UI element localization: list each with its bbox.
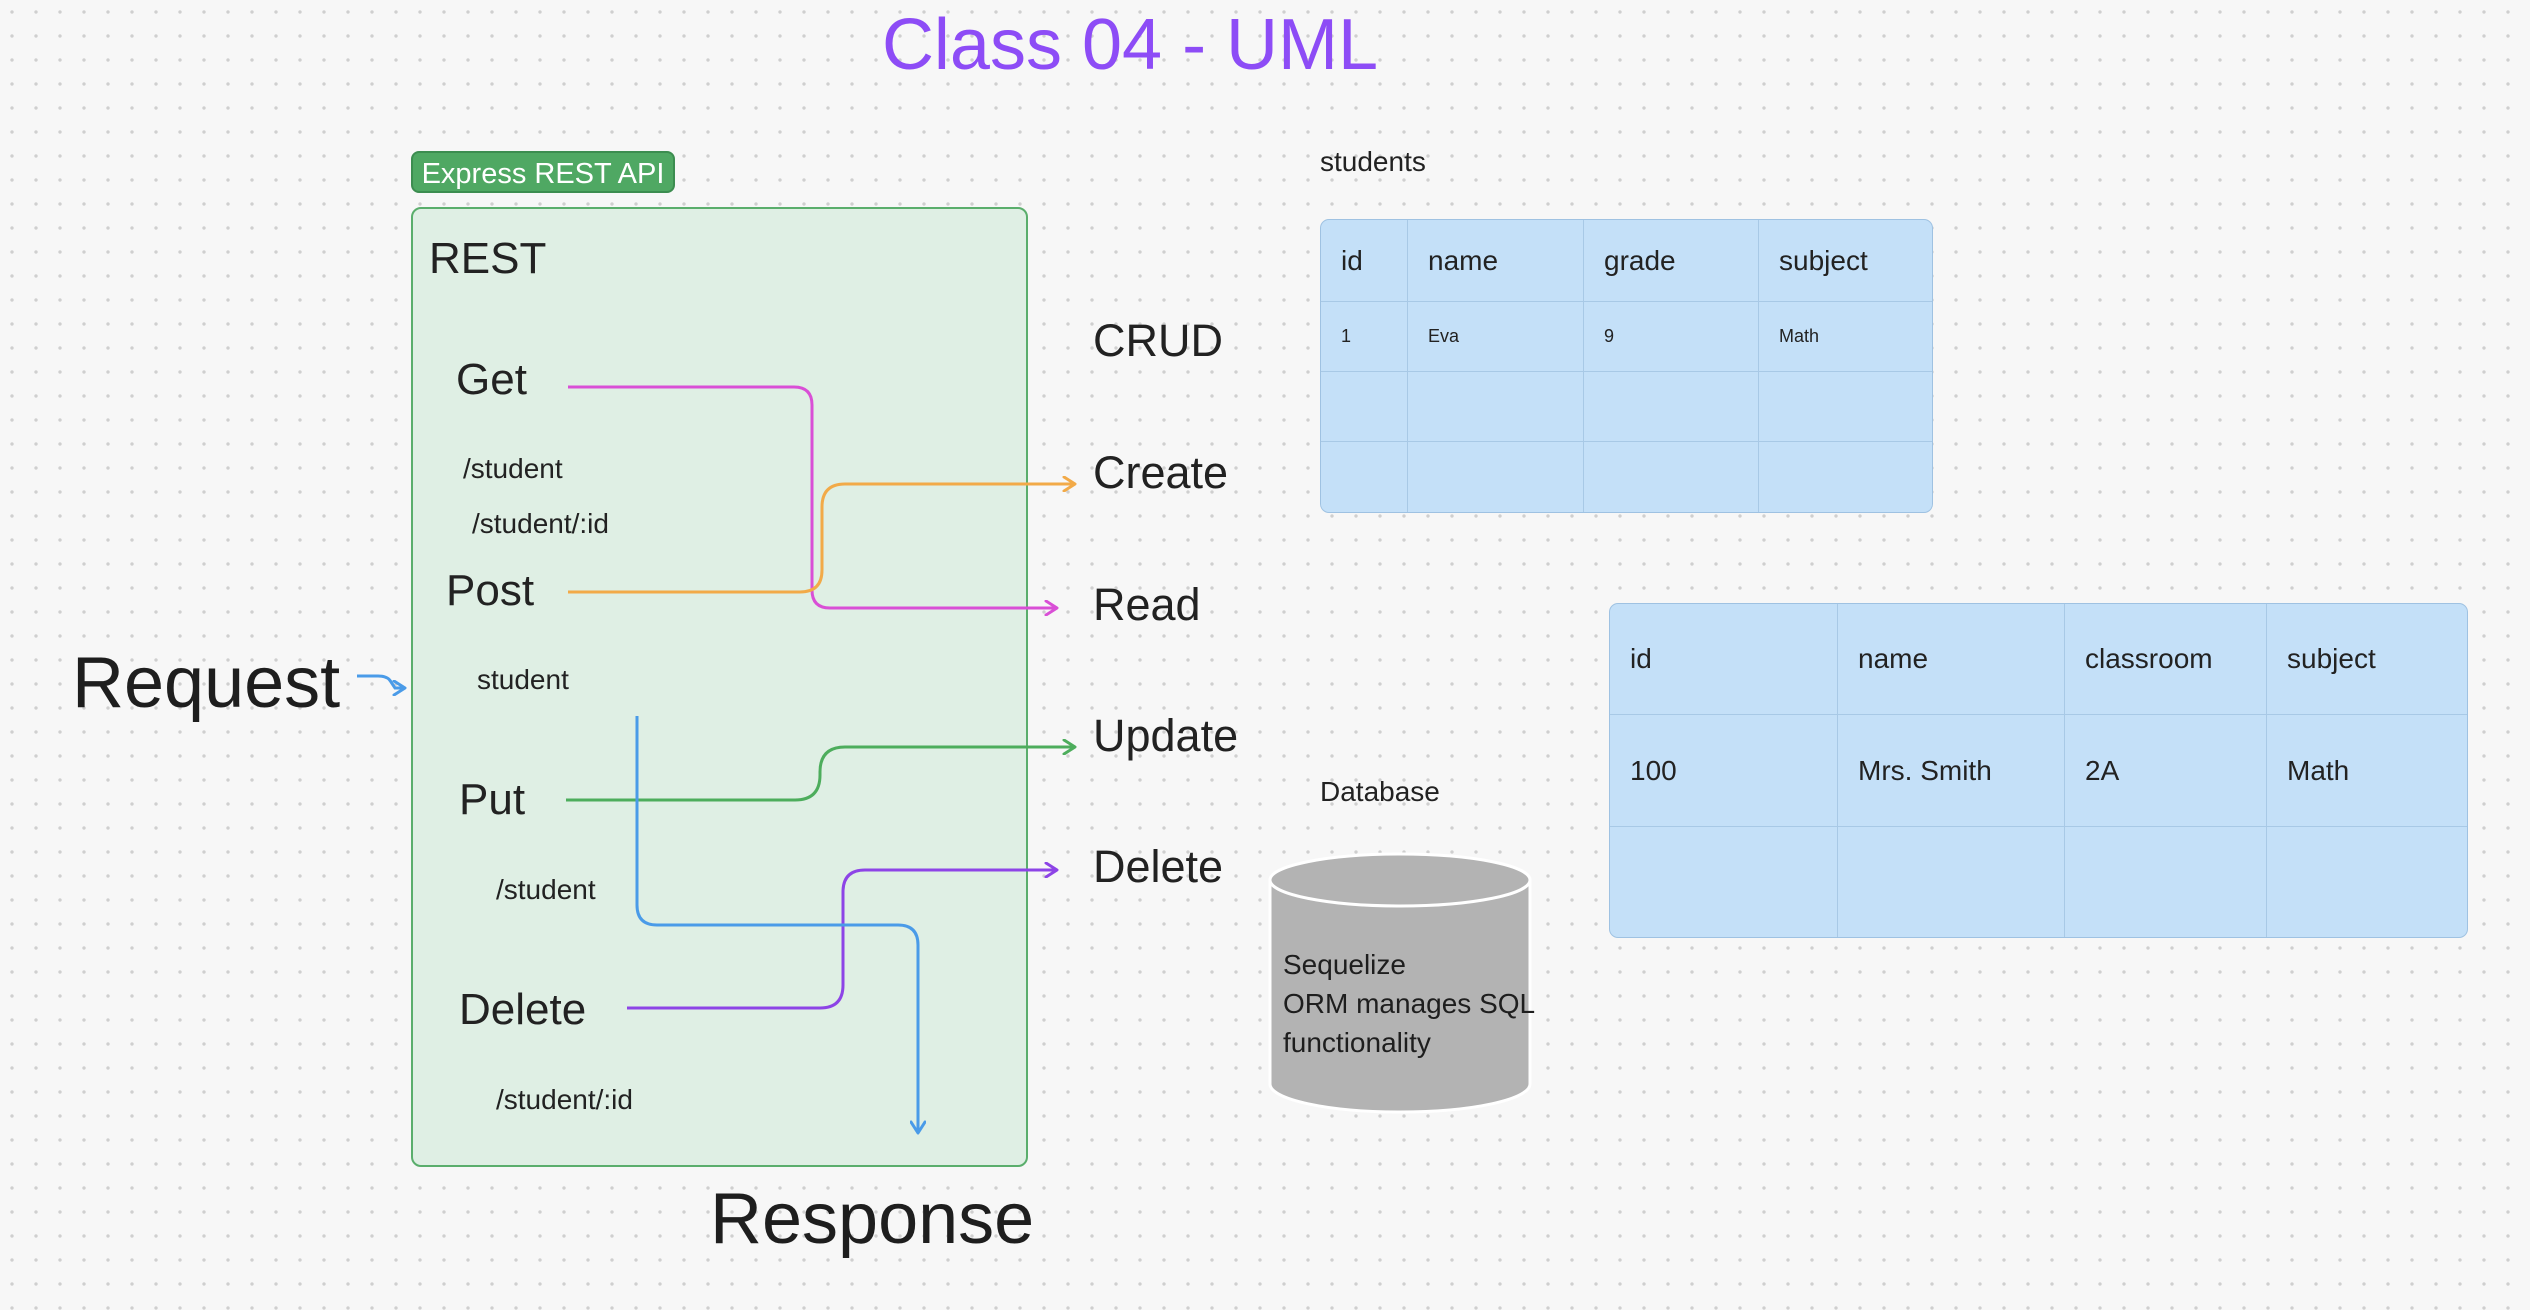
teachers-cell [1838,827,2065,937]
crud-read: Read [1093,579,1201,630]
method-put: Put [459,775,526,824]
teachers-cell [2065,827,2267,937]
students-table: id name grade subject 1 Eva 9 Math [1320,219,1933,513]
response-flow-arrow [635,716,918,1133]
page-title: Class 04 - UML [881,5,1379,85]
students-cell: 9 [1584,302,1759,372]
students-cell [1321,372,1408,442]
teachers-cell [2267,827,2467,937]
students-cell [1584,372,1759,442]
teachers-cell: 100 [1610,715,1838,827]
arrow-put-to-update [566,747,1075,802]
database-description: Sequelize ORM manages SQL functionality [1283,945,1543,1062]
crud-create: Create [1093,447,1229,498]
teachers-col-classroom: classroom [2065,604,2267,715]
students-cell [1408,442,1584,512]
arrow-get-to-read [568,385,1057,608]
path-put-student: /student [496,874,596,905]
database-label: Database [1320,776,1440,807]
students-col-name: name [1408,220,1584,302]
arrow-delete-to-delete [627,870,1057,1010]
teachers-col-id: id [1610,604,1838,715]
method-delete: Delete [459,985,587,1034]
teachers-cell: Mrs. Smith [1838,715,2065,827]
students-cell [1321,442,1408,512]
crud-delete: Delete [1093,841,1224,892]
crud-heading: CRUD [1093,315,1223,366]
method-post: Post [446,566,535,615]
teachers-table: id name classroom subject 100 Mrs. Smith… [1609,603,2468,938]
request-arrow [357,674,405,688]
teachers-cell: Math [2267,715,2467,827]
students-col-id: id [1321,220,1408,302]
students-cell [1408,372,1584,442]
teachers-col-subject: subject [2267,604,2467,715]
crud-update: Update [1093,710,1239,761]
students-table-title: students [1320,146,1426,177]
students-cell [1584,442,1759,512]
path-get-student-id: /student/:id [472,508,609,539]
method-get: Get [456,355,527,404]
database-line: ORM manages SQL [1283,988,1536,1019]
path-get-student: /student [463,453,563,484]
students-col-subject: subject [1759,220,1932,302]
arrow-post-to-create [568,484,1075,594]
path-post-student: student [477,664,569,695]
teachers-cell [1610,827,1838,937]
rest-heading: REST [429,234,547,283]
teachers-col-name: name [1838,604,2065,715]
teachers-cell: 2A [2065,715,2267,827]
students-cell: Math [1759,302,1932,372]
request-label: Request [72,643,341,723]
database-cylinder-icon [1268,852,1532,1114]
express-api-badge: Express REST API [411,151,675,193]
students-cell: 1 [1321,302,1408,372]
students-cell [1759,372,1932,442]
path-delete-student-id: /student/:id [496,1084,633,1115]
students-cell [1759,442,1932,512]
students-col-grade: grade [1584,220,1759,302]
response-label: Response [710,1179,1035,1259]
database-line: Sequelize [1283,949,1406,980]
database-line: functionality [1283,1027,1431,1058]
students-cell: Eva [1408,302,1584,372]
